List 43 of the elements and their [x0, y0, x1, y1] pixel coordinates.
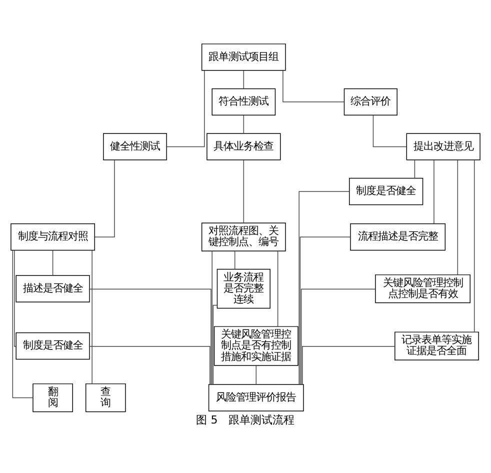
caption: 图 5 跟单测试流程: [196, 412, 295, 426]
connector: [12, 250, 34, 398]
node-box: 描述是否健全: [16, 274, 90, 302]
node-box: 关键风险管理控制点控制是否有效: [375, 274, 470, 303]
node-box: 制度是否健全: [16, 332, 90, 360]
node-box: 制度与流程对照: [10, 222, 96, 250]
node-box: 查询: [85, 382, 126, 412]
node-box: 健全性测试: [103, 132, 167, 160]
connector: [166, 70, 205, 147]
node-box: 具体业务检查: [206, 132, 281, 160]
connector: [234, 250, 236, 270]
connector: [474, 159, 475, 332]
node-box: 翻阅: [32, 382, 73, 412]
connector: [302, 346, 396, 384]
connector: [300, 236, 351, 384]
connector: [89, 346, 210, 384]
node-box: 对照流程图、关键控制点、编号: [201, 222, 286, 251]
node-box: 制度是否健全: [349, 177, 424, 205]
node-box: 流程描述是否完整: [350, 222, 446, 250]
node-box: 业务流程是否完整连续: [216, 268, 270, 308]
connector: [89, 288, 212, 384]
connector: [282, 70, 344, 102]
node-box: 提出改进意见: [406, 132, 480, 160]
connector: [277, 250, 278, 326]
node-box: 综合评价: [344, 88, 398, 115]
connector: [243, 159, 244, 223]
connector: [94, 159, 115, 237]
connector: [243, 114, 244, 134]
node-box: 记录表单等实施证据是否全面: [394, 331, 479, 360]
node-box: 跟单测试项目组: [201, 43, 286, 70]
node-box: 符合性测试: [212, 88, 276, 115]
connector: [243, 70, 244, 88]
connector: [414, 159, 416, 178]
connector: [457, 159, 458, 275]
connector: [256, 364, 257, 384]
connector: [372, 114, 407, 147]
node-box: 风险管理评价报告: [208, 384, 304, 411]
connector: [212, 304, 218, 384]
connector: [298, 190, 350, 384]
connector: [14, 250, 16, 346]
connector: [300, 288, 376, 384]
connector: [52, 249, 54, 276]
node-box: 关键风险管理控制点是否有控制措施和实施证据: [214, 326, 298, 366]
